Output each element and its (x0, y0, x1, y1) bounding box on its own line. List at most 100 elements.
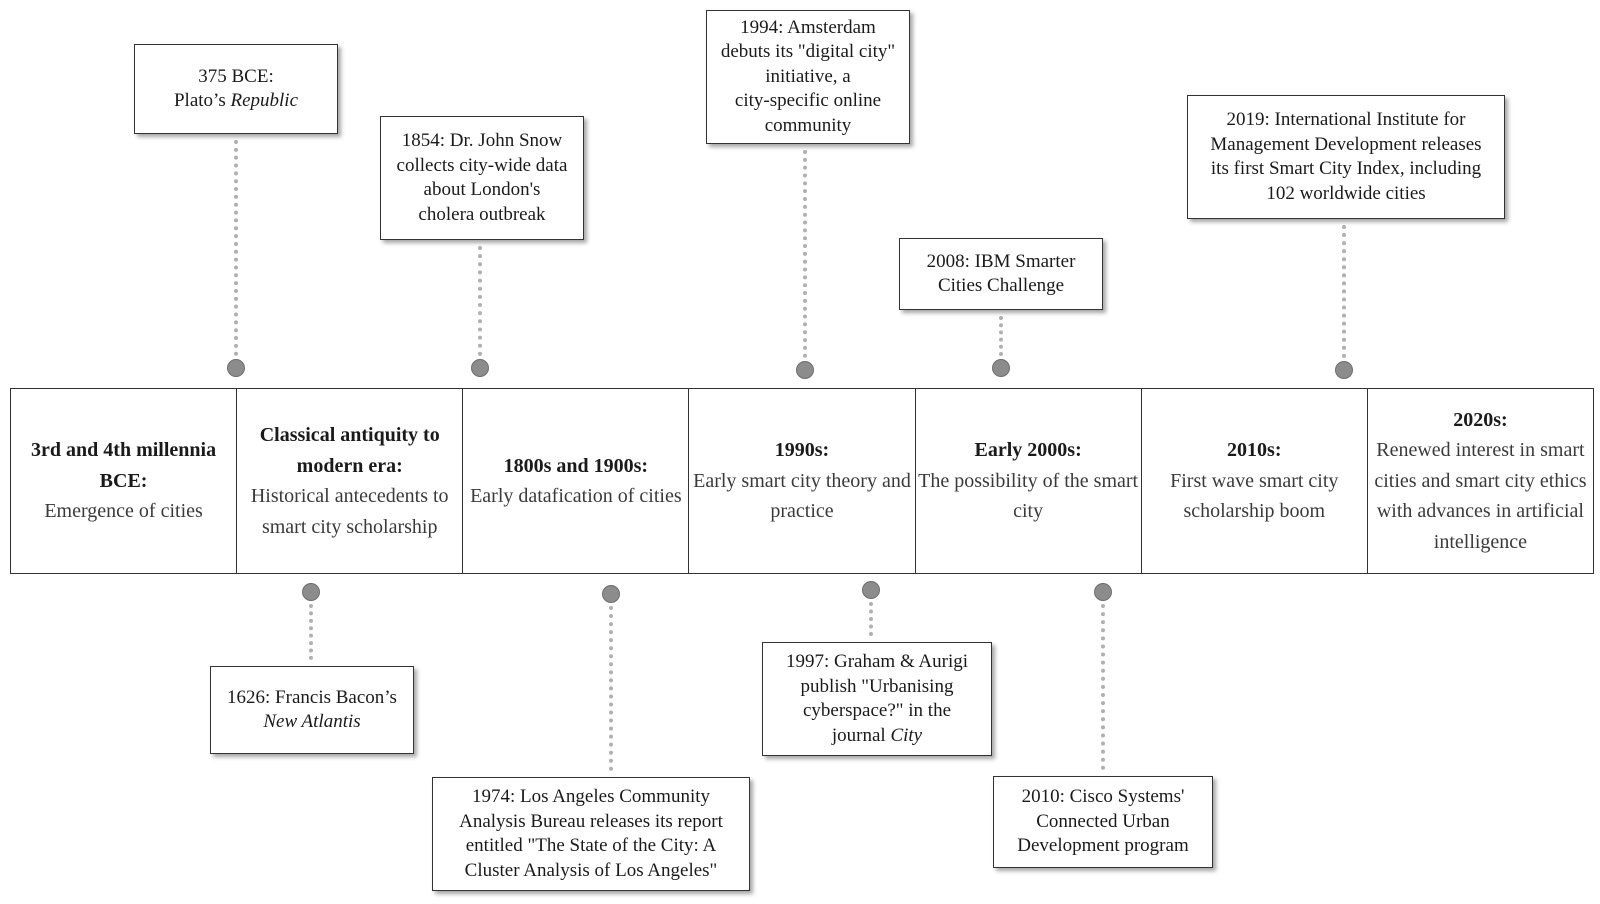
event-text: 375 BCE: (198, 65, 274, 87)
event-text-line: journal City (832, 724, 922, 749)
connector-line (309, 604, 313, 660)
event-box-above: 375 BCE:Plato’s Republic (134, 44, 338, 134)
event-text-line: about London's (424, 178, 541, 203)
event-text-line: entitled "The State of the City: A (466, 834, 717, 859)
timeline-dot (862, 581, 880, 599)
event-text-line: 2019: International Institute for (1226, 108, 1465, 133)
event-text: Development program (1017, 835, 1189, 857)
timeline-dot (1094, 583, 1112, 601)
event-text-line: 1854: Dr. John Snow (402, 129, 562, 154)
event-text: 1626: Francis Bacon’s (227, 686, 397, 708)
event-text-line: Cities Challenge (938, 274, 1064, 299)
event-text: entitled "The State of the City: A (465, 835, 717, 856)
event-text: debuts its "digital city" (720, 41, 896, 63)
era-title: 2020s: (1453, 408, 1508, 431)
event-text-line: cholera outbreak (418, 203, 545, 228)
event-box-above: 1994: Amsterdam debuts its "digital city"… (706, 10, 910, 144)
timeline-dot (471, 359, 489, 377)
era-description: Early smart city theory and practice (693, 469, 911, 523)
event-text: cyberspace?" in the (802, 700, 952, 721)
timeline-dot (227, 359, 245, 377)
era-title: Classical antiquity to modern era: (259, 424, 440, 477)
event-text: Analysis Bureau releases its report (459, 810, 723, 832)
era-title: Early 2000s: (974, 439, 1082, 462)
era-description: Renewed interest in smart cities and sma… (1374, 439, 1587, 553)
event-text-line: collects city-wide data (397, 154, 568, 179)
event-text-italic: New Atlantis (263, 711, 361, 732)
event-box-below: 1997: Graham & Aurigi publish "Urbanising… (762, 642, 992, 756)
event-text: community (764, 114, 852, 136)
era-cell: Classical antiquity to modern era: Histor… (237, 389, 464, 573)
event-text: collects city-wide data (396, 154, 568, 176)
event-text-line: its first Smart City Index, including (1211, 157, 1481, 182)
event-text-italic: City (890, 724, 923, 746)
connector-line (234, 140, 238, 356)
era-title: 3rd and 4th millennia BCE: (31, 439, 217, 492)
event-text-line: cyberspace?" in the (803, 699, 951, 724)
era-title: 2010s: (1227, 439, 1282, 462)
era-description: Early datafication of cities (470, 485, 682, 507)
era-cell: 2010s: First wave smart city scholarship … (1142, 389, 1368, 573)
era-description: Emergence of cities (44, 500, 203, 523)
connector-line (1101, 604, 1105, 770)
connector-line (478, 246, 482, 356)
event-text: about London's (423, 179, 541, 200)
event-text-line: 2008: IBM Smarter (927, 250, 1076, 275)
connector-line (1342, 225, 1346, 358)
event-text-line: New Atlantis (263, 710, 360, 735)
event-text-line: 1974: Los Angeles Community (472, 785, 710, 810)
era-description: Historical antecedents to smart city sch… (250, 485, 449, 538)
event-text: 1997: Graham & Aurigi (785, 651, 969, 672)
event-text: Cities Challenge (937, 275, 1065, 296)
era-cell: 2020s: Renewed interest in smart cities a… (1368, 389, 1593, 573)
event-text-line: Plato’s Republic (174, 89, 298, 114)
timeline-dot (302, 583, 320, 601)
event-text-line: 1997: Graham & Aurigi (786, 650, 968, 675)
event-text: initiative, a (765, 65, 851, 87)
connector-line (869, 602, 873, 636)
event-text: 2010: Cisco Systems' (1021, 786, 1185, 808)
era-description: First wave smart city scholarship boom (1170, 469, 1339, 523)
event-text: 1974: Los Angeles Community (471, 786, 711, 807)
event-text-line: Connected Urban (1036, 810, 1169, 835)
event-text-line: 1994: Amsterdam (740, 16, 876, 41)
event-text: Management Development releases (1210, 133, 1482, 155)
event-text-line: 2010: Cisco Systems' (1022, 785, 1185, 810)
event-text: 2008: IBM Smarter (926, 250, 1076, 272)
event-text: journal (831, 724, 891, 746)
event-text-line: 375 BCE: (198, 65, 273, 90)
event-text-line: Cluster Analysis of Los Angeles" (465, 859, 718, 884)
era-cell: 1800s and 1900s: Early datafication of ci… (463, 389, 690, 573)
event-text-line: 102 worldwide cities (1266, 182, 1425, 207)
era-title: 1800s and 1900s: (503, 454, 649, 477)
event-text-line: publish "Urbanising (801, 675, 954, 700)
event-text-line: city-specific online (735, 89, 881, 114)
era-title: 1990s: (774, 439, 830, 462)
era-strip: 3rd and 4th millennia BCE: Emergence of c… (10, 388, 1594, 574)
era-description: The possibility of the smart city (918, 469, 1139, 523)
event-text: city-specific online (734, 90, 882, 112)
era-cell: 3rd and 4th millennia BCE: Emergence of c… (11, 389, 238, 573)
event-text: 102 worldwide cities (1266, 182, 1426, 204)
event-text: Connected Urban (1036, 810, 1170, 832)
connector-line (803, 150, 807, 358)
event-text: 2019: International Institute for (1226, 109, 1466, 130)
connector-line (999, 316, 1003, 356)
era-cell: 1990s: Early smart city theory and practi… (689, 389, 916, 573)
timeline-dot (796, 361, 814, 379)
event-text: 1994: Amsterdam (740, 16, 876, 38)
event-text-line: Management Development releases (1210, 133, 1481, 158)
event-text-line: 1626: Francis Bacon’s (227, 686, 397, 711)
timeline-dot (602, 585, 620, 603)
event-text-line: debuts its "digital city" (721, 40, 895, 65)
event-text-italic: Republic (230, 90, 298, 111)
event-text-line: Analysis Bureau releases its report (459, 810, 723, 835)
event-text-line: initiative, a (765, 65, 850, 90)
timeline-dot (992, 359, 1010, 377)
